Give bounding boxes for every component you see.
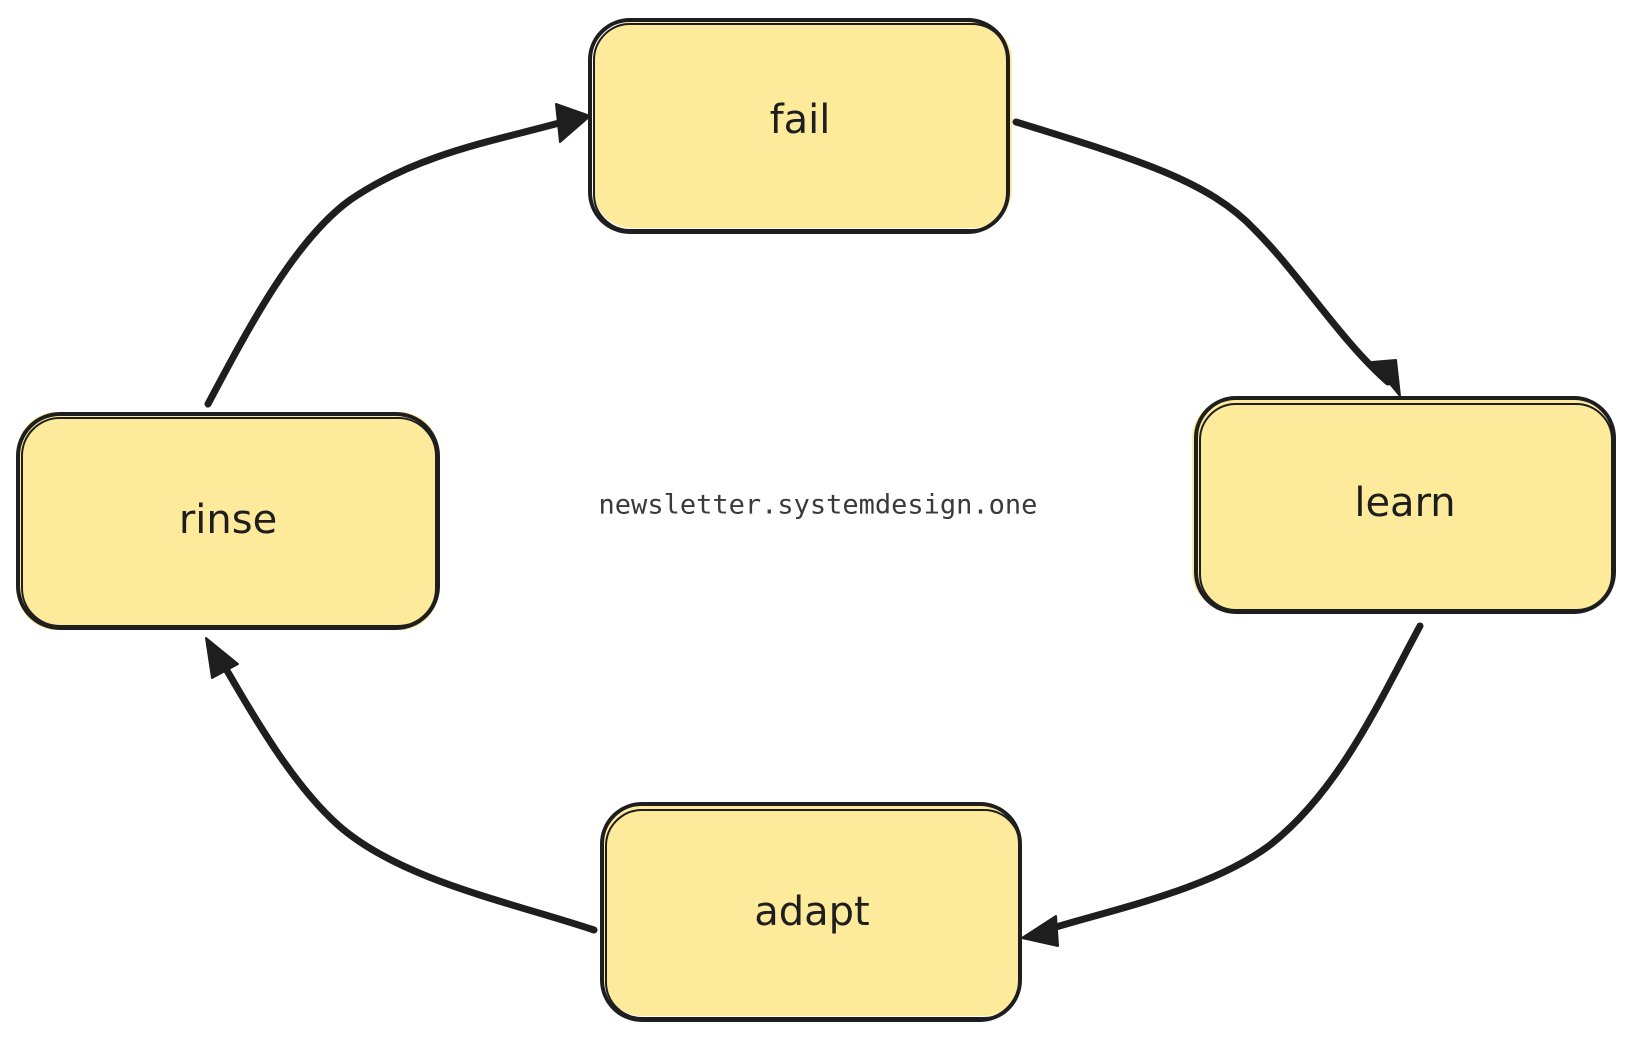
node-rinse: rinse	[16, 412, 440, 630]
node-label-rinse: rinse	[179, 497, 277, 543]
edge-fail-to-learn	[1012, 118, 1401, 397]
node-label-fail: fail	[770, 97, 831, 143]
arrowhead-icon	[555, 103, 591, 143]
node-adapt: adapt	[600, 802, 1022, 1022]
arrowhead-icon	[205, 637, 239, 679]
node-label-adapt: adapt	[754, 889, 870, 935]
watermark-text: newsletter.systemdesign.one	[599, 490, 1038, 521]
edge-rinse-to-fail	[204, 103, 591, 408]
arrowhead-icon	[1021, 915, 1059, 947]
node-fail: fail	[588, 18, 1012, 234]
edge-adapt-to-rinse	[205, 637, 598, 934]
node-label-learn: learn	[1354, 480, 1455, 526]
edge-learn-to-adapt	[1021, 622, 1424, 947]
arrowhead-icon	[1371, 359, 1401, 397]
node-learn: learn	[1192, 396, 1616, 614]
